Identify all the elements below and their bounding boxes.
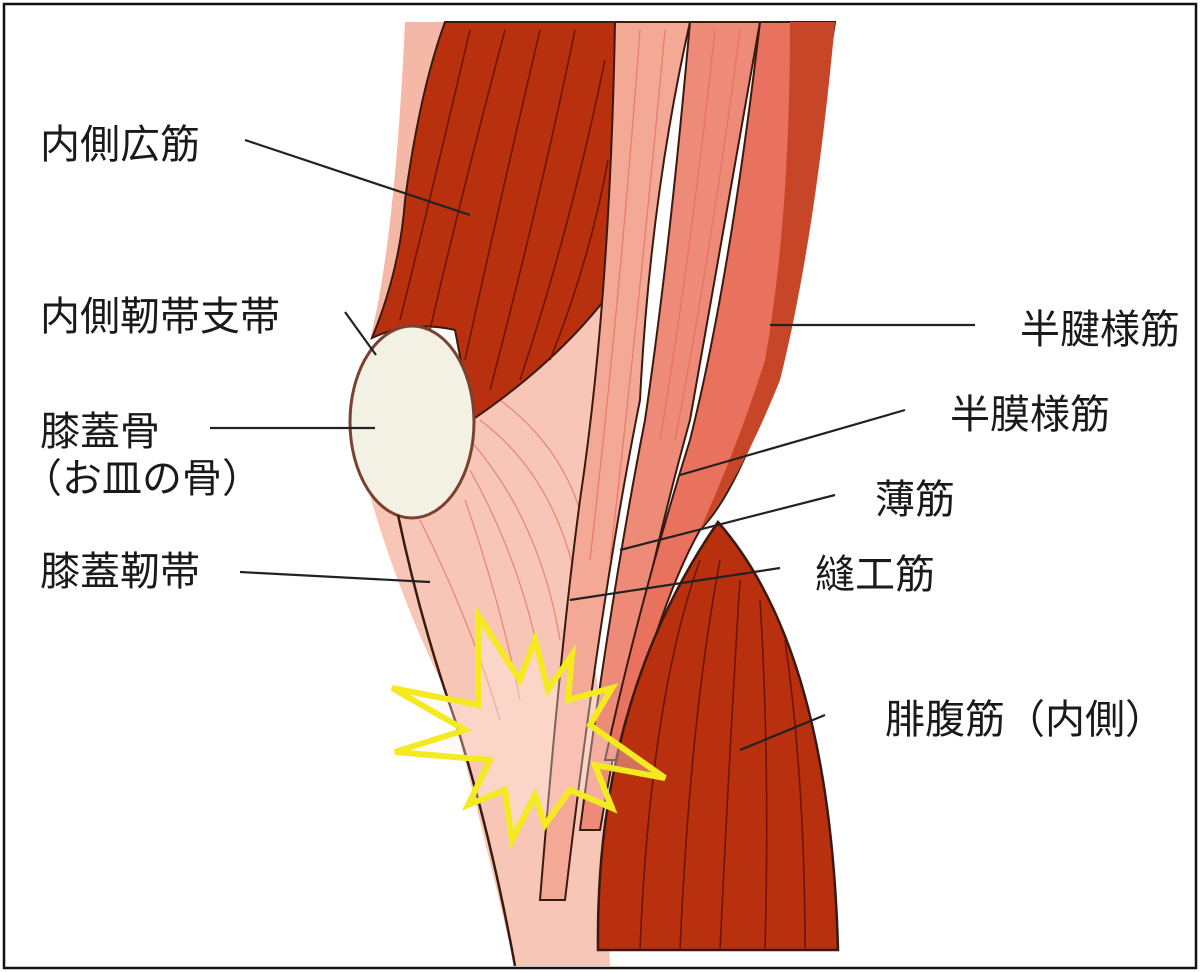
label-gastrocnemius: 腓腹筋（内側）	[885, 697, 1165, 743]
gastrocnemius-fibers	[639, 559, 806, 951]
label-medial-retinaculum: 内側靭帯支帯	[40, 294, 280, 340]
patella-shape	[348, 324, 476, 520]
sartorius-shape	[538, 21, 692, 901]
label-gracilis: 薄筋	[875, 477, 955, 523]
gracilis-shape	[578, 21, 762, 831]
gastrocnemius-shape	[596, 519, 840, 952]
leader-vastus-medialis	[244, 138, 471, 217]
vastus-medialis-fibers	[399, 29, 609, 391]
label-patellar-ligament: 膝蓋靭帯	[40, 549, 200, 595]
label-sartorius: 縫工筋	[815, 552, 935, 598]
leader-sartorius	[569, 566, 781, 602]
label-patella: 膝蓋骨	[40, 409, 160, 455]
leader-medial-retinaculum	[344, 311, 377, 356]
leader-semimembranosus	[679, 408, 906, 477]
label-patella-note: （お皿の骨）	[22, 456, 262, 502]
leader-gracilis	[619, 493, 836, 552]
label-vastus-medialis: 内側広筋	[40, 122, 200, 168]
pain-burst-icon	[390, 604, 667, 850]
leader-gastrocnemius	[739, 713, 826, 752]
leader-patellar-ligament	[239, 570, 431, 584]
semitendinosus-shape	[700, 22, 835, 530]
label-semitendinosus: 半腱様筋	[1020, 307, 1180, 353]
label-semimembranosus: 半膜様筋	[950, 392, 1110, 438]
tendon-fibers	[589, 29, 741, 561]
